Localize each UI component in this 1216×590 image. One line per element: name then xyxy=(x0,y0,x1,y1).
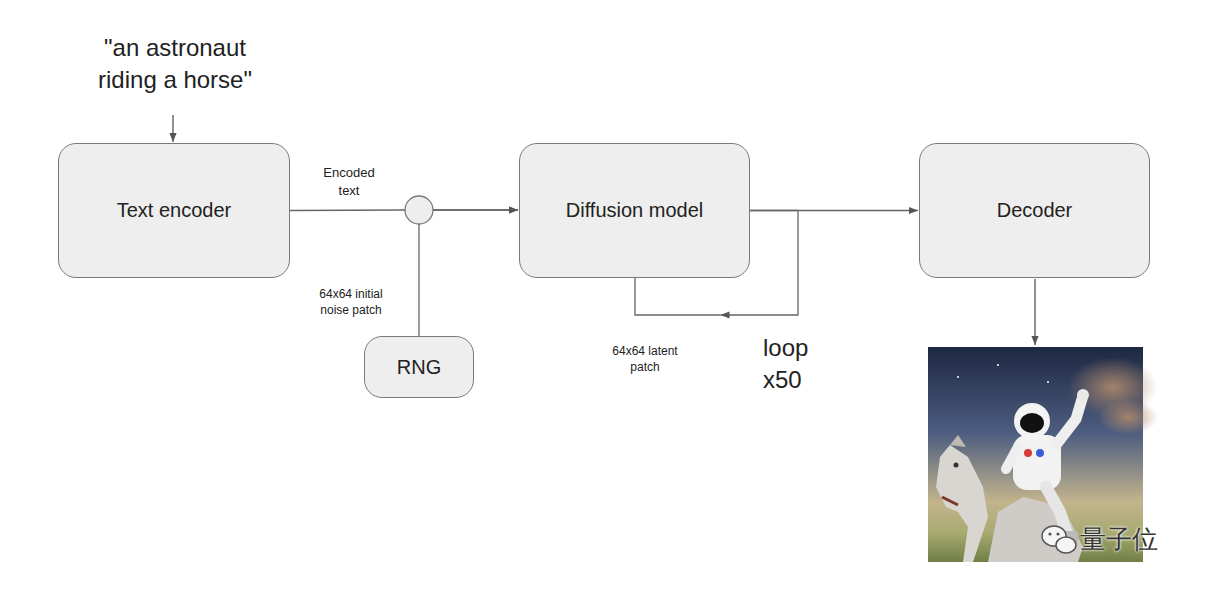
process-box: Text encoder xyxy=(58,143,290,278)
connector xyxy=(419,210,518,336)
watermark: 量子位 xyxy=(1080,522,1180,557)
connector xyxy=(750,210,918,211)
edge-label: Encoded text xyxy=(318,164,380,199)
combine-circle xyxy=(405,196,433,224)
process-box: Diffusion model xyxy=(519,143,750,278)
box-label: Text encoder xyxy=(117,199,232,222)
process-box: Decoder xyxy=(919,143,1150,278)
box-label: RNG xyxy=(397,356,441,379)
box-label: Diffusion model xyxy=(566,199,703,222)
edge-label: 64x64 initial noise patch xyxy=(306,286,396,318)
box-label: Decoder xyxy=(997,199,1073,222)
process-box: RNG xyxy=(364,336,474,398)
wechat-icon xyxy=(1042,526,1076,553)
edge-label: 64x64 latent patch xyxy=(598,343,692,375)
prompt-text: "an astronaut riding a horse" xyxy=(72,32,278,97)
prompt-arrow xyxy=(172,115,173,142)
output-arrow xyxy=(1034,279,1035,345)
loop-note: loop x50 xyxy=(763,332,825,397)
connector xyxy=(290,210,518,212)
